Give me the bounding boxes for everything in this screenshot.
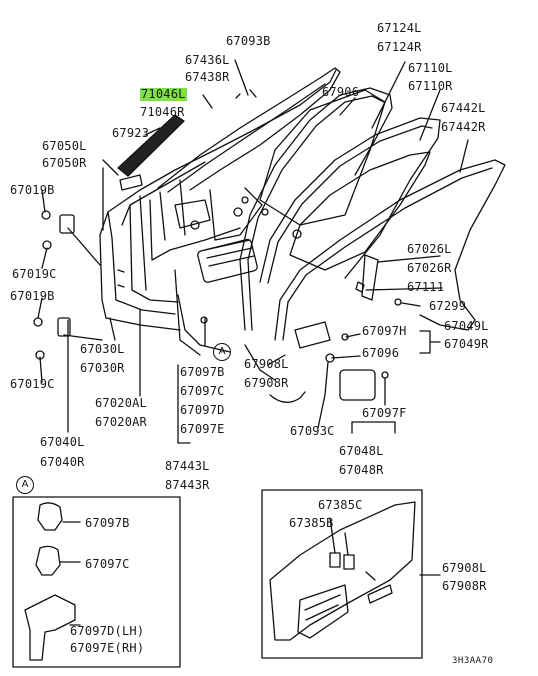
label-67908r-upper: 67908R bbox=[244, 376, 289, 390]
label-67097d: 67097D bbox=[180, 403, 225, 417]
label-67093b: 67093B bbox=[226, 34, 271, 48]
label-67019c-lower: 67019C bbox=[10, 377, 55, 391]
label-67019c-upper: 67019C bbox=[12, 267, 57, 281]
label-67026l: 67026L bbox=[407, 242, 452, 256]
label-67030r: 67030R bbox=[80, 361, 125, 375]
label-67049l: 67049L bbox=[444, 319, 489, 333]
label-67097c: 67097C bbox=[180, 384, 225, 398]
label-67019b-lower: 67019B bbox=[10, 289, 55, 303]
label-67436l: 67436L bbox=[185, 53, 230, 67]
label-67908r-lower: 67908R bbox=[442, 579, 487, 593]
label-67923: 67923 bbox=[112, 126, 150, 140]
label-87443r: 87443R bbox=[165, 478, 210, 492]
label-67020ar: 67020AR bbox=[95, 415, 147, 429]
label-67030l: 67030L bbox=[80, 342, 125, 356]
label-67906: 67906 bbox=[322, 85, 360, 99]
label-67438r: 67438R bbox=[185, 70, 230, 84]
label-87443l: 87443L bbox=[165, 459, 210, 473]
opening-weatherstrip bbox=[274, 159, 506, 341]
label-67110l: 67110L bbox=[408, 61, 453, 75]
label-67908l-upper: 67908L bbox=[244, 357, 289, 371]
label-67093c: 67093C bbox=[290, 424, 335, 438]
label-67020al: 67020AL bbox=[95, 396, 147, 410]
label-67385b: 67385B bbox=[289, 516, 334, 530]
label-67040l: 67040L bbox=[40, 435, 85, 449]
label-67040r: 67040R bbox=[40, 455, 85, 469]
label-71046r: 71046R bbox=[140, 105, 185, 119]
door-shell bbox=[99, 69, 337, 236]
label-67050r: 67050R bbox=[42, 156, 87, 170]
label-67442r: 67442R bbox=[441, 120, 486, 134]
label-67097e: 67097E bbox=[180, 422, 225, 436]
window-frame bbox=[157, 67, 341, 191]
label-67385c: 67385C bbox=[318, 498, 363, 512]
label-67097h: 67097H bbox=[362, 324, 407, 338]
legend-67097b: 67097B bbox=[85, 516, 130, 530]
label-67096: 67096 bbox=[362, 346, 400, 360]
detail-box-a bbox=[12, 496, 181, 668]
label-67908l-lower: 67908L bbox=[442, 561, 487, 575]
label-67442l: 67442L bbox=[441, 101, 486, 115]
legend-67097c: 67097C bbox=[85, 557, 130, 571]
label-67111: 67111 bbox=[407, 280, 445, 294]
footer-code: 3H3AA70 bbox=[452, 656, 494, 666]
detail-box-marker-a: A bbox=[16, 476, 34, 494]
label-67049r: 67049R bbox=[444, 337, 489, 351]
label-67050l: 67050L bbox=[42, 139, 87, 153]
label-67026r: 67026R bbox=[407, 261, 452, 275]
label-67110r: 67110R bbox=[408, 79, 453, 93]
weatherstrip bbox=[239, 87, 393, 331]
detail-marker-a: A bbox=[213, 343, 231, 361]
label-71046l: 71046L bbox=[140, 87, 187, 101]
label-67124l: 67124L bbox=[377, 21, 422, 35]
label-67097f: 67097F bbox=[362, 406, 407, 420]
trim-detail-box bbox=[261, 489, 423, 659]
legend-67097e-rh: 67097E(RH) bbox=[70, 641, 145, 655]
legend-67097d-lh: 67097D(LH) bbox=[70, 624, 145, 638]
label-67124r: 67124R bbox=[377, 40, 422, 54]
label-67097b: 67097B bbox=[180, 365, 225, 379]
label-67048r: 67048R bbox=[339, 463, 384, 477]
label-67299: 67299 bbox=[429, 299, 467, 313]
label-67048l: 67048L bbox=[339, 444, 384, 458]
label-67019b-upper: 67019B bbox=[10, 183, 55, 197]
